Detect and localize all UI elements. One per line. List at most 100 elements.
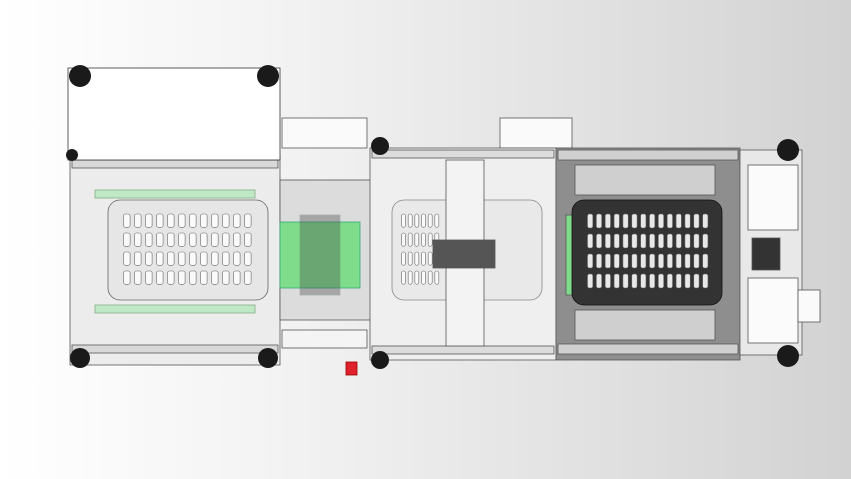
tray-slot — [604, 213, 611, 229]
tray-slot — [596, 233, 602, 249]
tray-slot — [134, 251, 142, 266]
tray-slot — [666, 233, 673, 249]
emergency-stop-indicator — [345, 361, 358, 376]
tray-slot — [189, 270, 197, 285]
end-plate-bottom — [747, 277, 799, 344]
tray-slot — [421, 232, 426, 247]
tray-slot — [178, 251, 186, 266]
tray-slot — [666, 273, 673, 289]
tray-slot — [675, 273, 682, 289]
wheel — [777, 139, 799, 161]
wheel — [371, 351, 389, 369]
tray-slot — [134, 232, 142, 247]
tray-slot — [604, 253, 611, 269]
tray-slot — [134, 213, 142, 228]
tray-slot — [649, 213, 656, 229]
tray-slot — [244, 270, 252, 285]
tray-slot — [233, 232, 241, 247]
tray-slot — [123, 213, 131, 228]
tray-slot — [167, 232, 175, 247]
wheel — [69, 65, 91, 87]
tray-slot — [587, 213, 594, 229]
tray-slot — [427, 251, 433, 266]
tray-slot — [649, 233, 656, 249]
tray-slot — [407, 251, 413, 266]
tray-slot — [684, 253, 691, 269]
center-rail-bottom — [371, 345, 555, 355]
tray-slot — [421, 213, 426, 228]
tray-slot — [178, 232, 186, 247]
tray-slot — [604, 273, 611, 289]
tray-slot — [222, 232, 230, 247]
tray-slot — [123, 251, 131, 266]
tray-slot — [631, 253, 638, 269]
tray-slot — [421, 251, 426, 266]
tray-slot — [233, 213, 241, 228]
tray-slot — [649, 273, 656, 289]
tray-slot — [622, 233, 629, 249]
tray-slot — [640, 213, 647, 229]
tray-slot — [145, 213, 153, 228]
tray-slot — [666, 253, 673, 269]
tray-slot — [134, 270, 142, 285]
end-cylinder — [797, 289, 821, 323]
tray-slot — [702, 233, 709, 249]
tray-slot — [414, 270, 420, 285]
tray-slot — [693, 233, 700, 249]
conveyor-bottom-plate — [281, 329, 368, 349]
tray-slot — [613, 233, 620, 249]
tray-slot — [156, 213, 164, 228]
tray-slot — [587, 253, 594, 269]
tray-slot — [587, 273, 594, 289]
tray-slot — [200, 232, 208, 247]
tray-slot — [222, 213, 230, 228]
motor-box-middle — [499, 117, 573, 149]
end-actuator — [751, 237, 781, 271]
wheel — [70, 348, 90, 368]
center-rail-top — [371, 149, 555, 159]
tray-slot — [211, 270, 219, 285]
tray-slot — [401, 251, 406, 266]
tray-slot — [684, 273, 691, 289]
right-rail-bottom — [557, 343, 739, 355]
tray-slot — [640, 253, 647, 269]
right-mechanism-top — [574, 164, 716, 196]
tray-slot — [684, 213, 691, 229]
end-plate-top — [747, 164, 799, 231]
tray-slot — [622, 253, 629, 269]
left-green-band-top — [94, 189, 256, 199]
right-mechanism-bottom — [574, 309, 716, 341]
tray-slot — [407, 232, 413, 247]
tray-slot — [427, 213, 433, 228]
center-gripper-block — [432, 239, 496, 269]
tray-slot — [434, 270, 440, 285]
tray-slot — [407, 270, 413, 285]
left-green-band-bottom — [94, 304, 256, 314]
tray-slot — [693, 253, 700, 269]
tray-slot — [675, 233, 682, 249]
tray-slot — [702, 253, 709, 269]
tray-slot — [702, 273, 709, 289]
tray-slot — [244, 213, 252, 228]
tray-slot — [200, 213, 208, 228]
tray-slot — [658, 273, 664, 289]
tray-slot — [178, 213, 186, 228]
tray-slot — [200, 251, 208, 266]
top-cover-plate — [67, 67, 281, 161]
tray-slot — [622, 213, 629, 229]
tray-slot — [167, 251, 175, 266]
wheel — [371, 137, 389, 155]
tray-slot — [427, 232, 433, 247]
tray-slot — [401, 232, 406, 247]
tray-slot — [649, 253, 656, 269]
tray-slot — [156, 251, 164, 266]
tray-slot — [684, 233, 691, 249]
right-rail-top — [557, 149, 739, 161]
tray-slot — [407, 213, 413, 228]
tray-slot — [222, 251, 230, 266]
wheel — [257, 65, 279, 87]
wheels — [66, 65, 799, 369]
tray-slot — [658, 213, 664, 229]
green-roller-belt — [279, 221, 361, 289]
